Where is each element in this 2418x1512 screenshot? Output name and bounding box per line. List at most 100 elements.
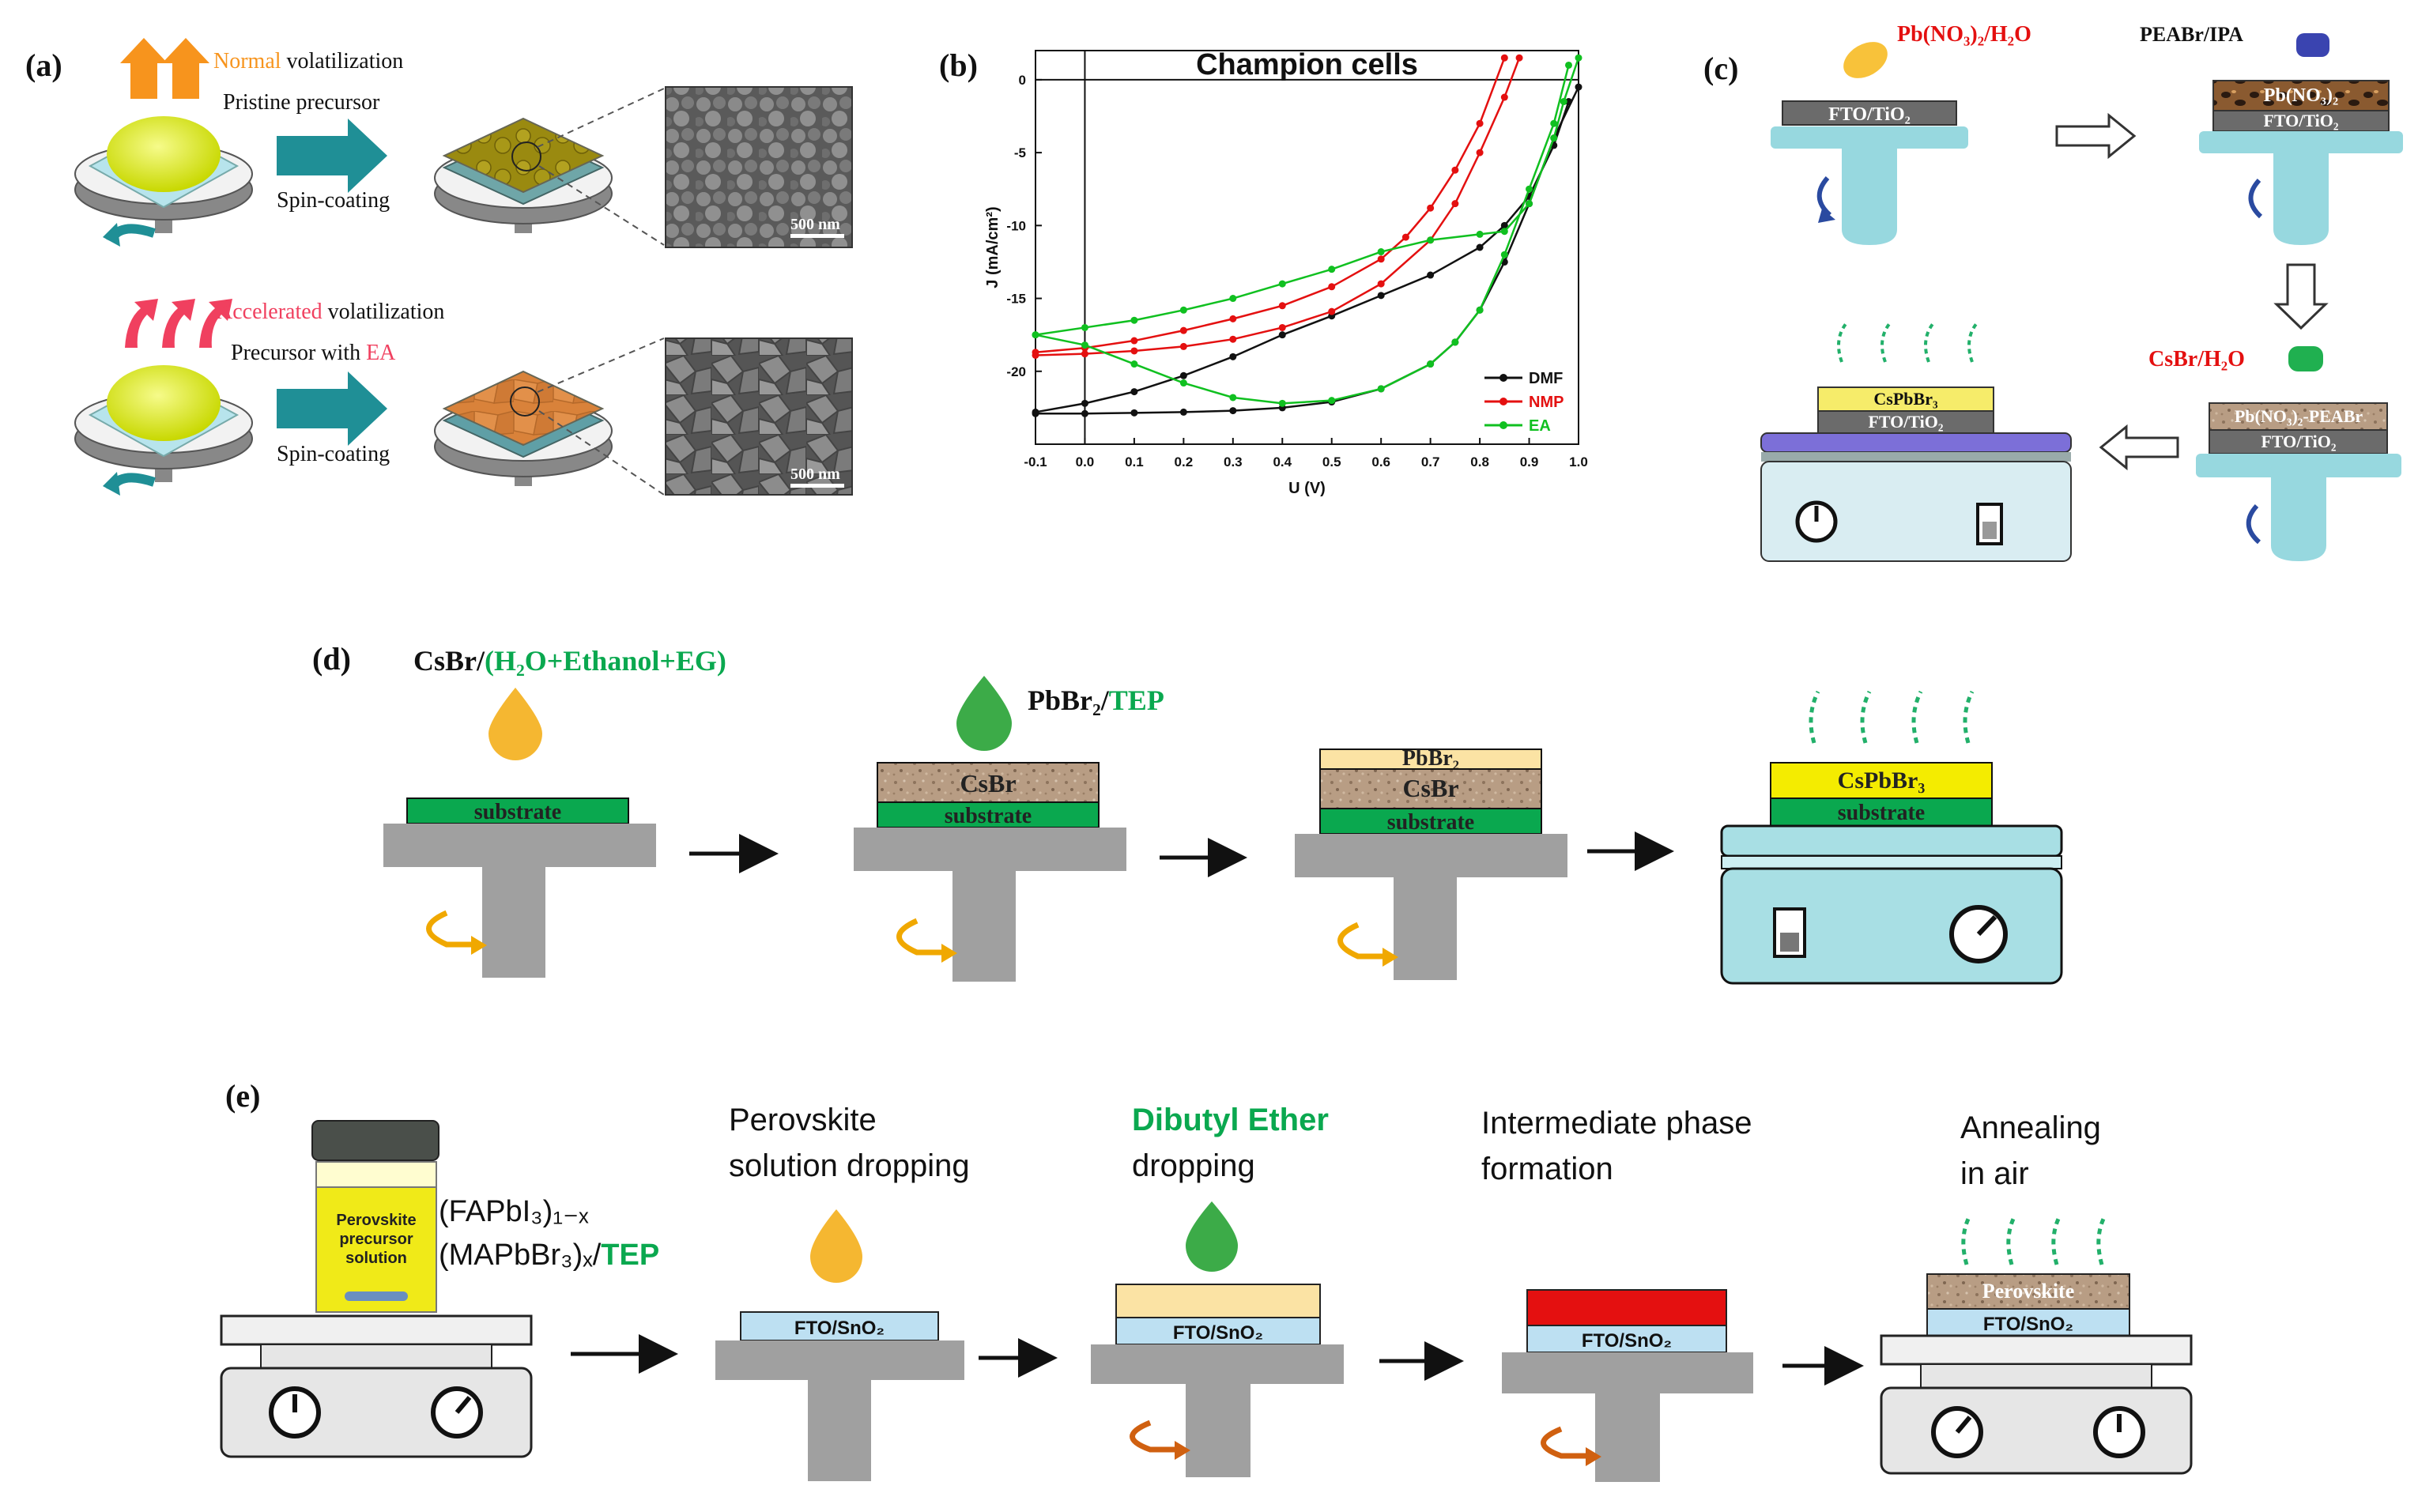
data-point-nmp [1179,342,1187,350]
c-step3-pbno3-peabr-label: Pb(NO₃)₂-PEABr [2235,406,2363,426]
data-point-ea [1278,280,1286,288]
data-point-dmf [1278,331,1286,339]
data-point-nmp [1130,347,1138,355]
e-hotplate-fto-label: FTO/SnO₂ [1983,1314,2073,1335]
spin-coater-top [74,116,253,247]
peabr-ipa-label: PEABr/IPA [2140,23,2243,46]
series-ea [1032,54,1582,407]
data-point-ea [1550,119,1558,127]
data-point-nmp [1476,149,1484,156]
data-point-nmp [1328,307,1336,315]
data-point-ea [1130,360,1138,368]
data-point-ea [1575,54,1582,62]
data-point-ea [1427,360,1435,368]
data-point-ea [1081,341,1088,349]
d-hotplate: CsPbBr₃ substrate [1720,690,2063,985]
data-point-ea [1179,379,1187,387]
accelerated-rest: volatilization [323,300,445,324]
solvent-text: (H₂O+Ethanol+EG) [485,645,726,677]
c-arrow-right [2055,112,2137,160]
csbr-solvent-label: CsBr/(H₂O+Ethanol+EG) [413,645,726,677]
precursor-with-text: Precursor with [231,341,366,365]
data-point-ea [1500,251,1508,258]
c-step3-spin: Pb(NO₃)₂-PEABr FTO/TiO₂ [2196,402,2401,561]
x-tick-label: 0.8 [1470,454,1489,469]
y-tick-label: -15 [1006,292,1026,307]
data-point-ea [1377,385,1385,393]
data-point-dmf [1032,408,1039,416]
vial-label-line3: solution [345,1250,407,1267]
e-step2-spin: FTO/SnO₂ [1091,1284,1344,1477]
x-tick-label: 0.6 [1371,454,1390,469]
d-hotplate-substrate-label: substrate [1838,801,1925,825]
data-point-ea [1500,228,1508,236]
data-point-dmf [1565,98,1573,106]
x-axis-label: U (V) [1288,480,1326,497]
scale-bar-label-2: 500 nm [790,466,840,483]
panel-b-label: (b) [939,47,978,83]
data-point-ea [1476,230,1484,238]
data-point-nmp [1278,302,1286,310]
legend-swatch-marker [1499,398,1507,405]
step4-line2: in air [1960,1156,2029,1191]
data-point-nmp [1451,200,1459,208]
pristine-precursor-label: Pristine precursor [223,90,380,115]
data-point-nmp [1278,323,1286,331]
panel-d: (d) CsBr/(H₂O+Ethanol+EG) substrate PbBr… [312,641,2063,985]
d-step2-substrate-label: substrate [945,804,1032,828]
d-step2-csbr-label: CsBr [960,769,1016,797]
d-step3-pbbr2-label: PbBr₂ [1402,746,1459,771]
data-point-nmp [1476,119,1484,127]
normal-volatilization-arrows-icon [120,38,209,99]
c-step3-fto-label: FTO/TiO₂ [2261,432,2336,451]
e-hotplate-1 [220,1314,533,1458]
data-point-ea [1229,394,1237,402]
data-point-nmp [1515,54,1523,62]
tep-text-e: TEP [601,1239,659,1272]
data-point-nmp [1229,315,1237,322]
pbbr2-prefix: PbBr₂/ [1028,684,1110,716]
step4-line1: Annealing [1960,1110,2101,1145]
x-tick-label: 0.2 [1175,454,1194,469]
data-point-ea [1427,236,1435,244]
step3-line2: formation [1481,1152,1613,1186]
step1-line1: Perovskite [729,1103,877,1137]
data-point-nmp [1229,335,1237,343]
y-tick-label: -20 [1006,364,1026,379]
panel-d-label: (d) [312,641,351,677]
step3-line1: Intermediate phase [1481,1106,1752,1141]
x-tick-label: 0.1 [1125,454,1144,469]
y-tick-label: -10 [1006,218,1026,233]
data-point-nmp [1328,283,1336,291]
x-tick-label: 0.3 [1224,454,1243,469]
step1-line2: solution dropping [729,1148,970,1183]
vial-label-line2: precursor [339,1231,413,1248]
data-point-dmf [1500,221,1508,229]
peabr-drop-icon [2296,33,2329,57]
data-point-ea [1278,399,1286,407]
panel-a-label: (a) [25,47,62,83]
data-point-dmf [1081,399,1088,407]
data-point-dmf [1081,409,1088,417]
green-drop-icon-e [1186,1201,1238,1272]
d-step3-csbr-label: CsBr [1402,774,1458,802]
data-point-nmp [1500,93,1508,101]
step2-line1: Dibutyl Ether [1132,1103,1329,1137]
accelerated-volatilization-arrows-icon [125,299,232,348]
data-point-nmp [1130,337,1138,345]
chart-title: Champion cells [1196,48,1418,81]
series-line-ea [1035,57,1580,336]
legend-label: EA [1529,417,1551,435]
formula-line2-main: (MAPbBr₃)ₓ/ [439,1239,602,1272]
process-arrow-top [277,119,387,193]
panel-e: (e) Perovskite precursor solution (FAPbI… [220,1078,2193,1482]
scale-bar-label-1: 500 nm [790,216,840,233]
x-tick-label: 0.0 [1076,454,1095,469]
sem-image-bottom: 500 nm [665,337,853,496]
data-point-ea [1526,185,1533,193]
series-line-nmp [1035,57,1506,354]
data-point-dmf [1377,292,1385,300]
e-hotplate-2: Perovskite FTO/SnO₂ [1880,1214,2193,1475]
plot-frame [1035,50,1579,445]
